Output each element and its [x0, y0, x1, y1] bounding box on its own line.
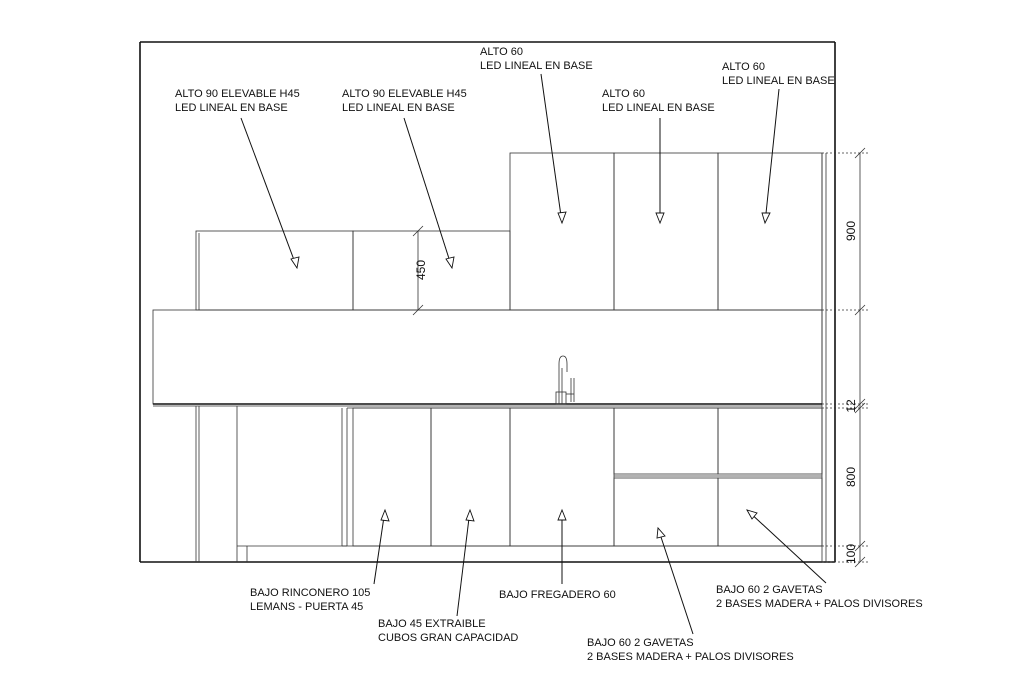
faucet-icon [555, 355, 575, 405]
label-base-1: BAJO RINCONERO 105 LEMANS - PUERTA 45 [250, 587, 373, 613]
leader-lines [240, 73, 827, 635]
backsplash-panel [152, 309, 823, 405]
label-upper-5: ALTO 60 LED LINEAL EN BASE [722, 61, 835, 87]
dim-countertop: 12 [844, 399, 858, 413]
label-base-2: BAJO 45 EXTRAIBLE CUBOS GRAN CAPACIDAD [378, 618, 518, 644]
label-upper-3: ALTO 60 LED LINEAL EN BASE [480, 46, 593, 72]
dim-base-height: 800 [844, 467, 858, 487]
label-upper-4: ALTO 60 LED LINEAL EN BASE [602, 88, 715, 114]
dim-upper-height: 900 [844, 221, 858, 241]
dim-upper-lift: 450 [414, 260, 428, 280]
countertop [153, 403, 822, 407]
label-upper-1: ALTO 90 ELEVABLE H45 LED LINEAL EN BASE [175, 88, 303, 114]
annotation-labels: ALTO 90 ELEVABLE H45 LED LINEAL EN BASE … [175, 46, 923, 663]
dimension-lines [412, 147, 868, 568]
wall-outline [139, 41, 836, 563]
label-base-4: BAJO 60 2 GAVETAS 2 BASES MADERA + PALOS… [587, 637, 794, 663]
upper-cabinets-lift [195, 230, 511, 311]
base-cabinets [195, 406, 823, 562]
label-base-5: BAJO 60 2 GAVETAS 2 BASES MADERA + PALOS… [716, 584, 923, 610]
dim-plinth: 100 [844, 544, 858, 564]
label-upper-2: ALTO 90 ELEVABLE H45 LED LINEAL EN BASE [342, 88, 470, 114]
dimension-labels: 450 900 12 800 100 [414, 221, 858, 564]
upper-cabinets-tall [509, 152, 827, 562]
label-base-3: BAJO FREGADERO 60 [499, 589, 616, 601]
